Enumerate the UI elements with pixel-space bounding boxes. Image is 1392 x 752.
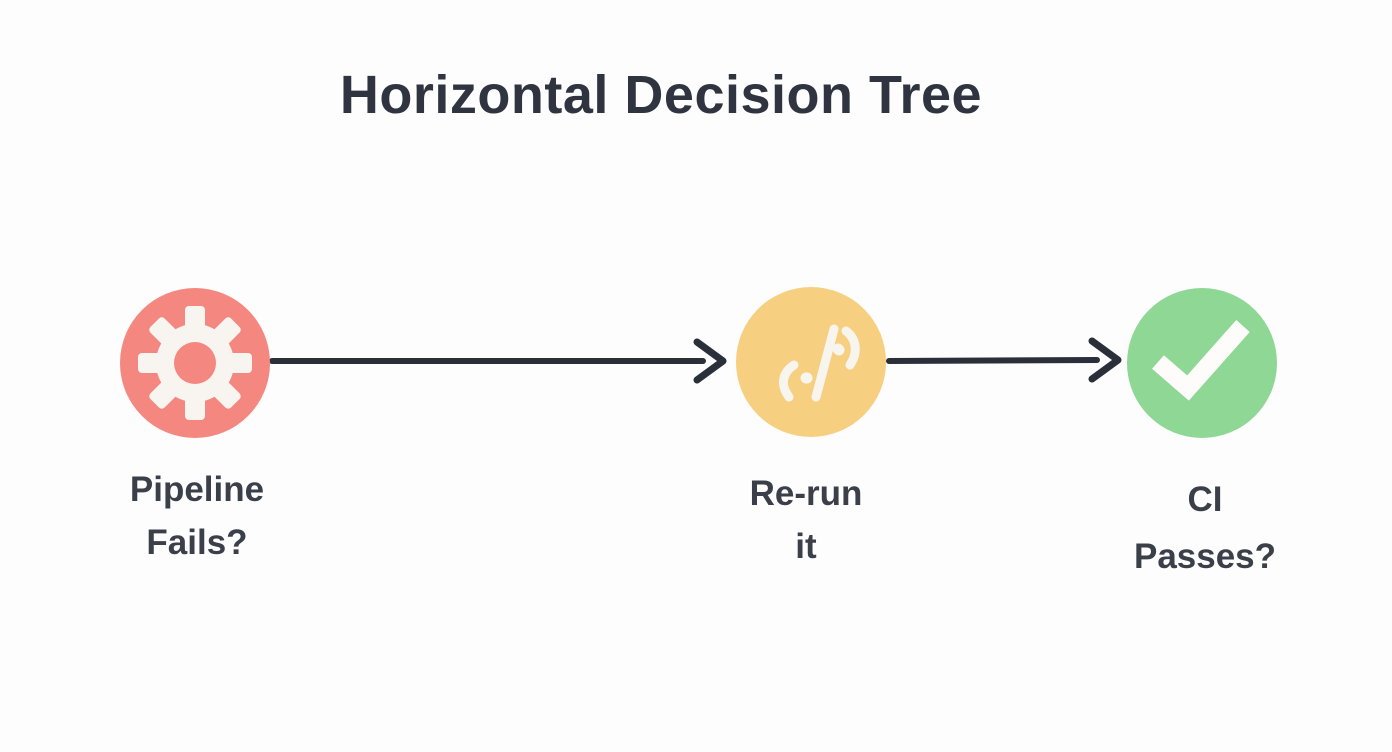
check-icon — [1152, 320, 1250, 401]
label-line: Fails? — [146, 523, 248, 562]
node-re-run-it-label: Re-run it — [676, 467, 936, 573]
label-line: Passes? — [1133, 537, 1277, 576]
node-re-run-it-circle — [736, 287, 886, 437]
node-pipeline-fails-circle — [120, 288, 270, 438]
node-pipeline-fails-label: Pipeline Fails? — [67, 463, 327, 569]
code-icon — [778, 324, 860, 402]
diagram-title: Horizontal Decision Tree — [339, 65, 983, 125]
gear-icon-hole — [174, 342, 216, 384]
arrow-rerun-to-ci — [886, 337, 1122, 383]
node-ci-passes-circle — [1127, 288, 1277, 438]
arrow-pipeline-to-rerun — [269, 338, 727, 384]
label-line: Re-run — [749, 474, 863, 513]
node-ci-passes-label: CI Passes? — [1075, 471, 1335, 585]
label-line: Pipeline — [129, 470, 265, 509]
label-line: it — [795, 527, 817, 566]
label-line: CI — [1187, 480, 1223, 519]
